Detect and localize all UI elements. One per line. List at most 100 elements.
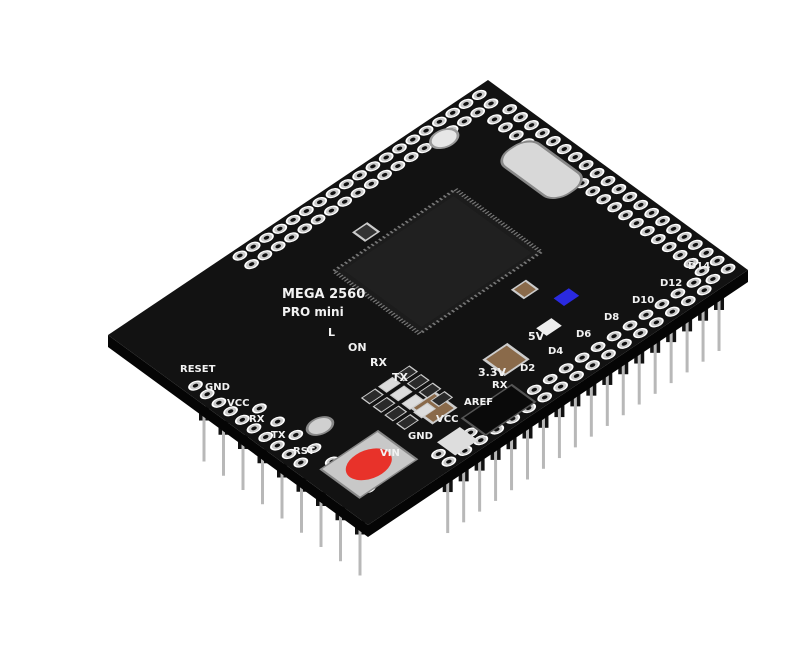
pin-hole-center <box>633 221 640 226</box>
pin-hole-center <box>237 253 243 258</box>
capacitor <box>482 342 530 377</box>
led-rx-label: RX <box>370 356 387 369</box>
pin-hole-center <box>491 117 498 122</box>
pin-hole-center <box>478 438 484 443</box>
pin-hole-center <box>622 213 629 218</box>
pin-hole-center <box>666 245 672 249</box>
header-bottom-label: D10 <box>632 295 654 306</box>
pin-hole-center <box>621 341 628 346</box>
pin-hole-center <box>506 107 513 112</box>
pin-hole-center <box>274 443 281 448</box>
3v3-label: 3.3V <box>478 366 506 379</box>
capacitor <box>510 279 540 300</box>
pin-hole-center <box>572 155 578 159</box>
pin-hole-center <box>637 203 644 207</box>
pin-hole-center <box>675 291 681 296</box>
reset-button[interactable] <box>337 442 401 487</box>
pin-hole-center <box>328 208 335 213</box>
smd-led <box>406 373 430 390</box>
pin-hole-center <box>643 312 649 317</box>
reset-label: RESET <box>180 364 216 375</box>
pin-hole-center <box>436 119 443 124</box>
silkscreen-labels: MEGA 2560 PRO mini L ON RX TX RESET 3.3V… <box>180 261 710 459</box>
pin-hole-center <box>262 253 268 258</box>
pin-hole-center <box>644 229 651 234</box>
pin-hole-center <box>476 93 483 97</box>
pin-hole-center <box>725 266 731 271</box>
pin-hole-center <box>557 384 564 389</box>
pin-hole-center <box>341 199 348 204</box>
pin-hole-center <box>277 226 283 231</box>
jumper-pad <box>536 318 562 336</box>
led-tx-label: TX <box>392 371 409 384</box>
pin-hole-center <box>659 302 665 306</box>
pin-hole-center <box>488 101 494 106</box>
pin-hole-center <box>355 190 361 195</box>
pin-hole-center <box>370 164 376 169</box>
pin-hole-center <box>685 299 692 303</box>
pin-hole-center <box>547 377 553 381</box>
pin-hole-center <box>595 344 601 349</box>
pin-hole-center <box>423 128 429 133</box>
pin-hole-center <box>669 309 676 314</box>
pin-hole-center <box>710 277 716 281</box>
mounting-hole <box>429 128 460 150</box>
pin-hole-center <box>579 355 585 360</box>
led-l-label: L <box>328 326 335 339</box>
pin-hole-center <box>275 244 281 249</box>
pin-hole-center <box>216 400 222 405</box>
pin-hole-center <box>605 352 612 357</box>
header-bottom-label: VIN <box>380 448 400 459</box>
pin-hole-center <box>699 269 705 273</box>
pin-hole-center <box>288 235 295 240</box>
pin-hole-center <box>627 323 633 328</box>
smd-led <box>395 365 419 382</box>
pin-hole-center <box>446 459 452 464</box>
pin-hole-center <box>356 173 363 178</box>
header-bottom-label: AREF <box>464 397 493 408</box>
pin-hole-center <box>691 280 697 285</box>
pin-hole-center <box>589 363 596 368</box>
smd-part <box>352 222 381 242</box>
pin-hole-center <box>517 115 524 120</box>
pin-hole-center <box>681 234 688 239</box>
smd-led <box>384 405 408 422</box>
pin-hole-center <box>583 163 589 167</box>
pin-hole-center <box>692 242 699 247</box>
smd-led <box>418 382 442 399</box>
pin-hole-center <box>316 200 323 204</box>
pin-hole-center <box>449 110 456 115</box>
pin-hole-center <box>408 155 414 159</box>
board-top <box>108 80 749 525</box>
pin-hole-center <box>616 187 622 191</box>
pin-hole-center <box>714 258 720 263</box>
pin-hole-center <box>251 426 257 431</box>
model-label: MEGA 2560 <box>282 287 365 302</box>
pin-hole-center <box>541 395 548 400</box>
pin-hole-center <box>600 197 607 202</box>
pin-hole-center <box>204 392 210 397</box>
header-bottom-label: D8 <box>604 312 619 323</box>
power-led <box>553 288 580 307</box>
pin-hole-center <box>248 262 255 267</box>
smd-led <box>389 385 413 402</box>
pin-hole-center <box>573 374 580 378</box>
pin-hole-center <box>627 195 633 199</box>
pin-hole-center <box>648 211 655 215</box>
pin-hole-center <box>513 133 520 138</box>
pin-hole-center <box>688 261 694 265</box>
pin-hole-center <box>701 288 708 293</box>
pin-hole-center <box>395 164 401 168</box>
pin-hole-center <box>330 191 336 196</box>
header-bottom-label: GND <box>408 431 433 442</box>
pin-hole-center <box>262 435 269 439</box>
header-bottom-label: D4 <box>548 346 563 357</box>
pin-hole-center <box>539 131 546 136</box>
mcu-chip-body <box>343 196 532 327</box>
header-bottom-label: D14 <box>688 261 710 272</box>
pin-hole-center <box>315 217 321 222</box>
pin-hole-center <box>192 383 199 388</box>
pin-hole-center <box>435 452 442 456</box>
